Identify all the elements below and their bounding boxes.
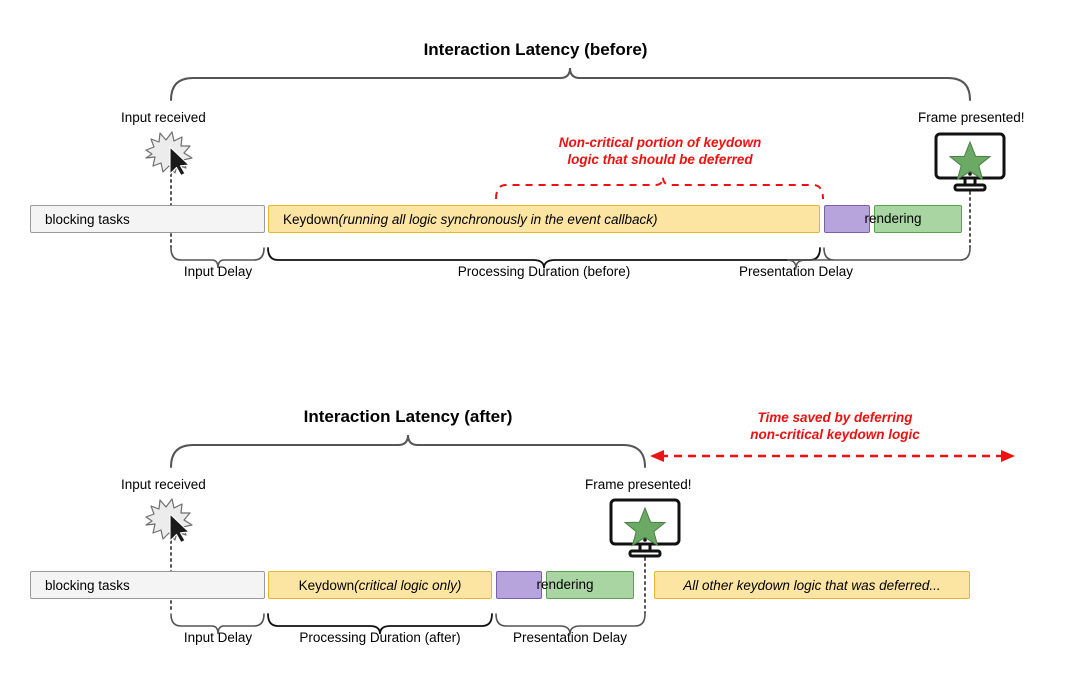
bracket-interaction-latency-after bbox=[170, 434, 646, 468]
red-note-before: Non-critical portion of keydown logic th… bbox=[490, 135, 830, 169]
monitor-star-icon bbox=[607, 497, 683, 559]
bar-presentation-purple-before[interactable] bbox=[824, 205, 870, 233]
label-input-received-before: Input received bbox=[121, 110, 206, 125]
bar-keydown-before-label-italic: (running all logic synchronously in the … bbox=[338, 211, 658, 227]
label-frame-presented-after: Frame presented! bbox=[585, 477, 692, 492]
title-interaction-latency-after: Interaction Latency (after) bbox=[303, 407, 513, 426]
label-frame-presented-before: Frame presented! bbox=[918, 110, 1025, 125]
bar-presentation-green-before[interactable] bbox=[874, 205, 962, 233]
red-note-after-line2: non-critical keydown logic bbox=[750, 426, 920, 442]
red-note-before-line2: logic that should be deferred bbox=[567, 151, 753, 167]
title-interaction-latency-before: Interaction Latency (before) bbox=[423, 40, 648, 59]
bar-deferred-work-after[interactable]: All other keydown logic that was deferre… bbox=[654, 571, 970, 599]
bar-presentation-purple-after[interactable] bbox=[496, 571, 542, 599]
red-bracket-noncritical-before bbox=[495, 176, 824, 200]
label-input-received-after: Input received bbox=[121, 477, 206, 492]
red-note-before-line1: Non-critical portion of keydown bbox=[558, 135, 762, 150]
phase-label-presentation-delay-after: Presentation Delay bbox=[512, 630, 628, 645]
red-note-after-line1: Time saved by deferring bbox=[757, 410, 913, 425]
phase-label-processing-duration-after: Processing Duration (after) bbox=[299, 630, 461, 645]
phase-label-presentation-delay-before: Presentation Delay bbox=[738, 264, 854, 279]
phase-label-input-delay-after: Input Delay bbox=[183, 630, 253, 645]
red-note-after: Time saved by deferring non-critical key… bbox=[660, 410, 1010, 444]
input-burst-cursor-icon bbox=[142, 128, 202, 177]
bar-keydown-before[interactable]: Keydown (running all logic synchronously… bbox=[268, 205, 820, 233]
phase-label-input-delay-before: Input Delay bbox=[183, 264, 253, 279]
bar-keydown-before-label: Keydown bbox=[283, 211, 339, 227]
bar-deferred-work-after-label: All other keydown logic that was deferre… bbox=[683, 577, 941, 593]
bracket-interaction-latency-before bbox=[170, 67, 971, 101]
red-arrow-time-saved bbox=[650, 450, 1015, 462]
bar-blocking-tasks-after-label: blocking tasks bbox=[45, 577, 130, 593]
bar-keydown-after[interactable]: Keydown (critical logic only) bbox=[268, 571, 492, 599]
phase-label-processing-duration-before: Processing Duration (before) bbox=[457, 264, 631, 279]
input-burst-cursor-icon bbox=[142, 495, 202, 544]
monitor-star-icon bbox=[932, 131, 1008, 193]
bar-presentation-green-after[interactable] bbox=[546, 571, 634, 599]
bar-blocking-tasks-after[interactable]: blocking tasks bbox=[30, 571, 265, 599]
bar-keydown-after-label: Keydown bbox=[298, 577, 355, 593]
bar-keydown-after-label-italic: (critical logic only) bbox=[354, 577, 462, 593]
bar-blocking-tasks-before-label: blocking tasks bbox=[45, 211, 130, 227]
bar-blocking-tasks-before[interactable]: blocking tasks bbox=[30, 205, 265, 233]
